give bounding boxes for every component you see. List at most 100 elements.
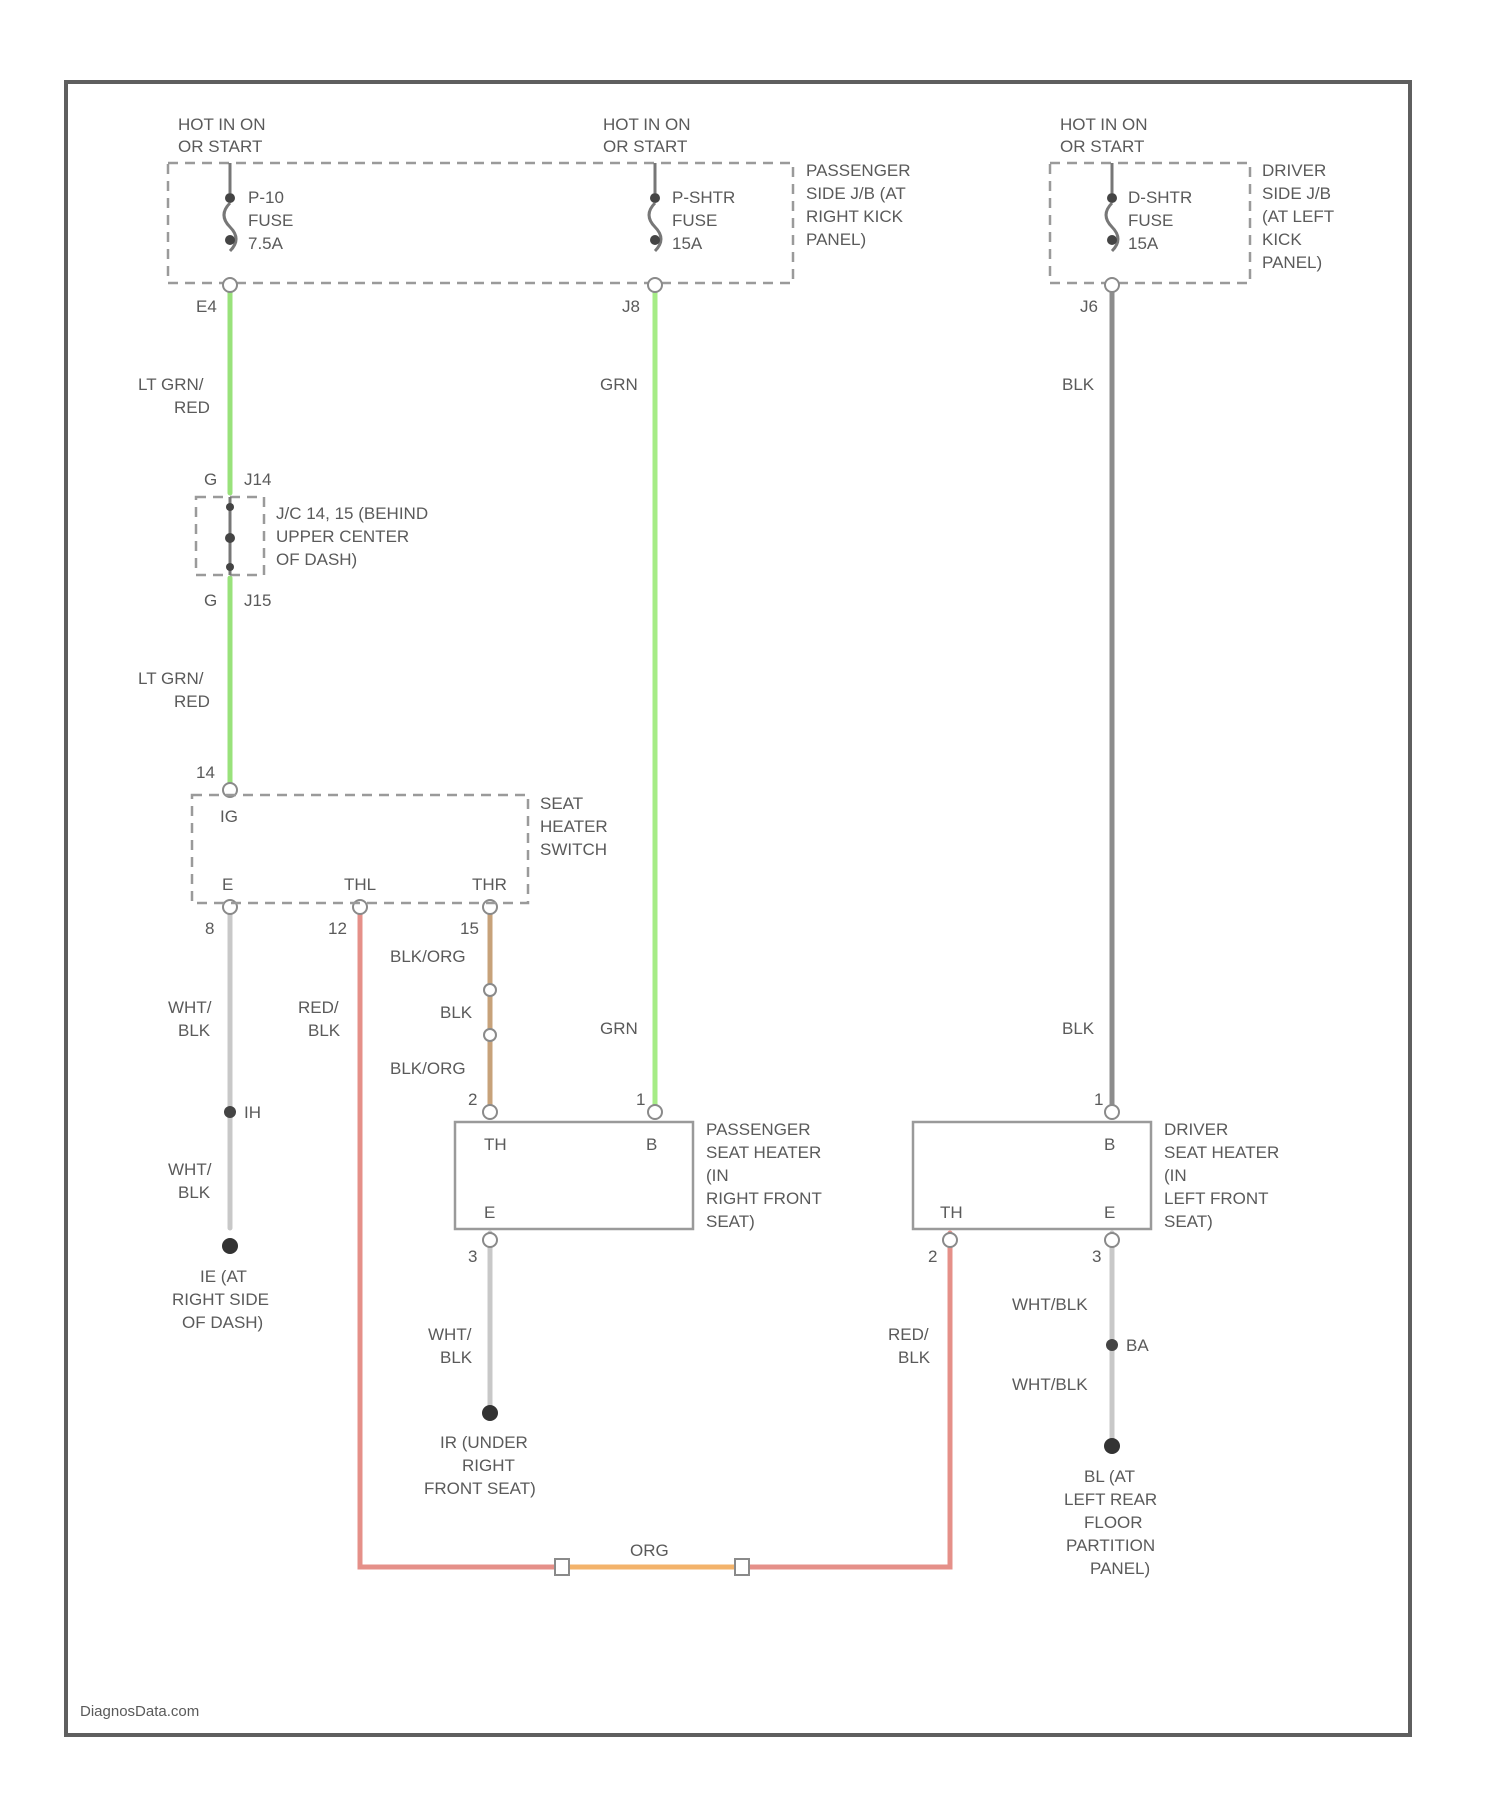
pass-title-5: SEAT) [706,1212,755,1231]
fuse2-name: P-SHTR [672,188,735,207]
jc-desc-3: OF DASH) [276,550,357,569]
switch-pin-thr: THR [472,875,507,894]
fuse3-type: FUSE [1128,211,1173,230]
wire-label-grn-1: GRN [600,375,638,394]
wire-label-ltgrnred-2b: RED [174,692,210,711]
ground-ie-2: RIGHT SIDE [172,1290,269,1309]
fuse2-rating: 15A [672,234,703,253]
drv-pin-e: E [1104,1203,1115,1222]
fuse1-type: FUSE [248,211,293,230]
connector-e4 [223,278,237,292]
connector-org-right [735,1559,749,1575]
switch-pin-thl-num: 12 [328,919,347,938]
wire-label-blkorg-1: BLK/ORG [390,947,466,966]
ground-ie-icon [222,1238,238,1254]
switch-pin-thl: THL [344,875,376,894]
drv-pin-th: TH [940,1203,963,1222]
fuse3-rating: 15A [1128,234,1159,253]
wire-label-ltgrnred-1b: RED [174,398,210,417]
pass-pin-e: E [484,1203,495,1222]
connector-j6 [1105,278,1119,292]
fuse2-terminal-bottom [650,235,660,245]
jc-node-mid [225,533,235,543]
wire-label-whtblk-2a: WHT/ [168,1160,212,1179]
connector-pass-b [648,1105,662,1119]
switch-title-1: SEAT [540,794,583,813]
drv-jb-label-2: SIDE J/B [1262,184,1331,203]
switch-title-3: SWITCH [540,840,607,859]
drv-jb-label-3: (AT LEFT [1262,207,1334,226]
switch-pin-ig: IG [220,807,238,826]
ground-bl-2: LEFT REAR [1064,1490,1157,1509]
drv-jb-label-5: PANEL) [1262,253,1322,272]
drv-pin-b: B [1104,1135,1115,1154]
wire-label-ltgrnred-2a: LT GRN/ [138,669,204,688]
wire-label-org: ORG [630,1541,669,1560]
hot-label-1a: HOT IN ON [178,115,266,134]
drv-pin3: 3 [1092,1247,1101,1266]
hot-label-3b: OR START [1060,137,1144,156]
hot-label-3a: HOT IN ON [1060,115,1148,134]
jc-desc-1: J/C 14, 15 (BEHIND [276,504,428,523]
jc-pin-bottom: G [204,591,217,610]
pass-title-4: RIGHT FRONT [706,1189,822,1208]
hot-label-2a: HOT IN ON [603,115,691,134]
connector-pass-e [483,1233,497,1247]
drv-title-3: (IN [1164,1166,1187,1185]
wire-label-whtblk-2b: BLK [178,1183,211,1202]
splice-ba [1106,1339,1118,1351]
ground-bl-4: PARTITION [1066,1536,1155,1555]
ground-ie-3: OF DASH) [182,1313,263,1332]
connector-pass-th [483,1105,497,1119]
splice-ba-label: BA [1126,1336,1149,1355]
ground-ie-1: IE (AT [200,1267,247,1286]
ground-bl-1: BL (AT [1084,1467,1135,1486]
drv-title-2: SEAT HEATER [1164,1143,1279,1162]
wire-label-blk-1: BLK [1062,375,1095,394]
jc-node-bottom [226,563,234,571]
switch-title-2: HEATER [540,817,608,836]
drv-title-1: DRIVER [1164,1120,1228,1139]
wire-label-redblk-2a: RED/ [888,1325,929,1344]
wire-label-redblk-1a: RED/ [298,998,339,1017]
drv-jb-label-1: DRIVER [1262,161,1326,180]
pass-title-3: (IN [706,1166,729,1185]
jc-conn-bottom: J15 [244,591,271,610]
wire-label-whtblk-3a: WHT/ [428,1325,472,1344]
splice-ih [224,1106,236,1118]
fuse1-terminal-top [225,193,235,203]
fuse3-name: D-SHTR [1128,188,1192,207]
wire-label-redblk-1b: BLK [308,1021,341,1040]
fuse1-name: P-10 [248,188,284,207]
ground-bl-3: FLOOR [1084,1513,1143,1532]
pass-jb-label-1: PASSENGER [806,161,911,180]
fuse3-terminal-bottom [1107,235,1117,245]
ground-ir-1: IR (UNDER [440,1433,528,1452]
wire-label-redblk-2b: BLK [898,1348,931,1367]
ground-bl-icon [1104,1438,1120,1454]
connector-drv-b [1105,1105,1119,1119]
wire-label-ltgrnred-1a: LT GRN/ [138,375,204,394]
drv-jb-label-4: KICK [1262,230,1302,249]
pin-j6: J6 [1080,297,1098,316]
connector-inline-1 [484,984,496,996]
pass-pin2: 2 [468,1090,477,1109]
ground-bl-5: PANEL) [1090,1559,1150,1578]
ground-ir-icon [482,1405,498,1421]
jc-pin-top: G [204,470,217,489]
wire-label-whtblk-4a: WHT/BLK [1012,1295,1088,1314]
fuse1-terminal-bottom [225,235,235,245]
pass-pin-th: TH [484,1135,507,1154]
wire-label-whtblk-4b: WHT/BLK [1012,1375,1088,1394]
jc-conn-top: J14 [244,470,271,489]
switch-pin-ig-num: 14 [196,763,215,782]
fuse3-terminal-top [1107,193,1117,203]
connector-drv-e [1105,1233,1119,1247]
drv-pin2: 2 [928,1247,937,1266]
drv-pin1: 1 [1094,1090,1103,1109]
switch-pin-e-num: 8 [205,919,214,938]
drv-title-5: SEAT) [1164,1212,1213,1231]
jc-node-top [226,503,234,511]
pass-title-2: SEAT HEATER [706,1143,821,1162]
